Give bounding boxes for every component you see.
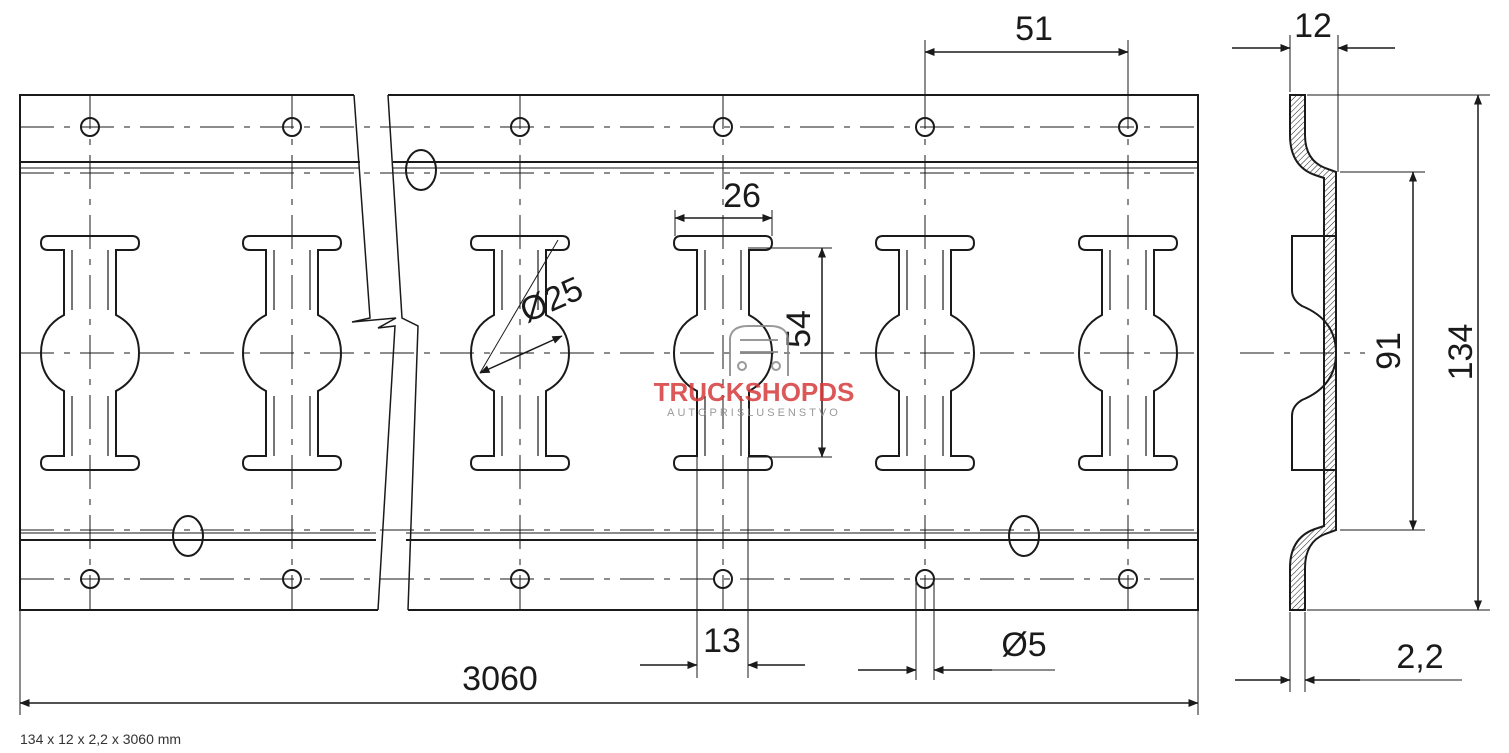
profile-slot-outline	[1291, 235, 1338, 471]
mounting-hole	[915, 117, 935, 137]
break-line	[351, 94, 397, 611]
dim-label-54: 54	[780, 310, 818, 348]
watermark-tagline: AUTOPRISLUSENSTVO	[667, 407, 841, 419]
watermark-brand: TRUCKSHOPDS	[654, 377, 855, 407]
mounting-hole	[282, 569, 302, 589]
drain-oval	[405, 149, 437, 191]
dim-label-91: 91	[1370, 332, 1408, 370]
dim-label-134: 134	[1442, 324, 1480, 381]
cargo-slot	[672, 235, 774, 471]
diameter-leader	[479, 239, 559, 374]
dim-label-3060: 3060	[462, 660, 538, 698]
profile-section	[1289, 94, 1337, 611]
cargo-slot	[874, 235, 976, 471]
rail-outline-right	[388, 94, 1199, 611]
drain-oval	[1008, 515, 1040, 557]
slot-group	[39, 235, 1179, 471]
mounting-hole	[282, 117, 302, 137]
mounting-hole	[713, 117, 733, 137]
front-view	[19, 40, 1199, 715]
cargo-slot	[1077, 235, 1179, 471]
side-profile-view	[1232, 35, 1490, 692]
mounting-hole	[1118, 569, 1138, 589]
diameter-line	[479, 335, 563, 374]
dim-label-d25: Ø25	[514, 270, 588, 331]
truck-icon	[729, 325, 789, 376]
cargo-slot	[39, 235, 141, 471]
dim-label-2-2: 2,2	[1396, 638, 1443, 676]
dim-label-51: 51	[1015, 10, 1053, 48]
dim-label-26: 26	[723, 177, 761, 215]
mounting-hole	[80, 569, 100, 589]
mounting-hole	[713, 569, 733, 589]
break-line-2	[387, 94, 419, 611]
drain-oval	[172, 515, 204, 557]
product-caption: 134 x 12 x 2,2 x 3060 mm	[20, 731, 182, 747]
watermark-logo: TRUCKSHOPDS AUTOPRISLUSENSTVO	[654, 325, 855, 419]
cargo-slot	[469, 235, 571, 471]
dim-label-d5: Ø5	[1001, 626, 1046, 664]
mounting-hole	[80, 117, 100, 137]
dim-label-12: 12	[1294, 7, 1332, 45]
dim-label-13: 13	[703, 622, 741, 660]
cargo-slot	[241, 235, 343, 471]
mounting-hole	[510, 117, 530, 137]
mounting-hole	[510, 569, 530, 589]
mounting-hole	[1118, 117, 1138, 137]
